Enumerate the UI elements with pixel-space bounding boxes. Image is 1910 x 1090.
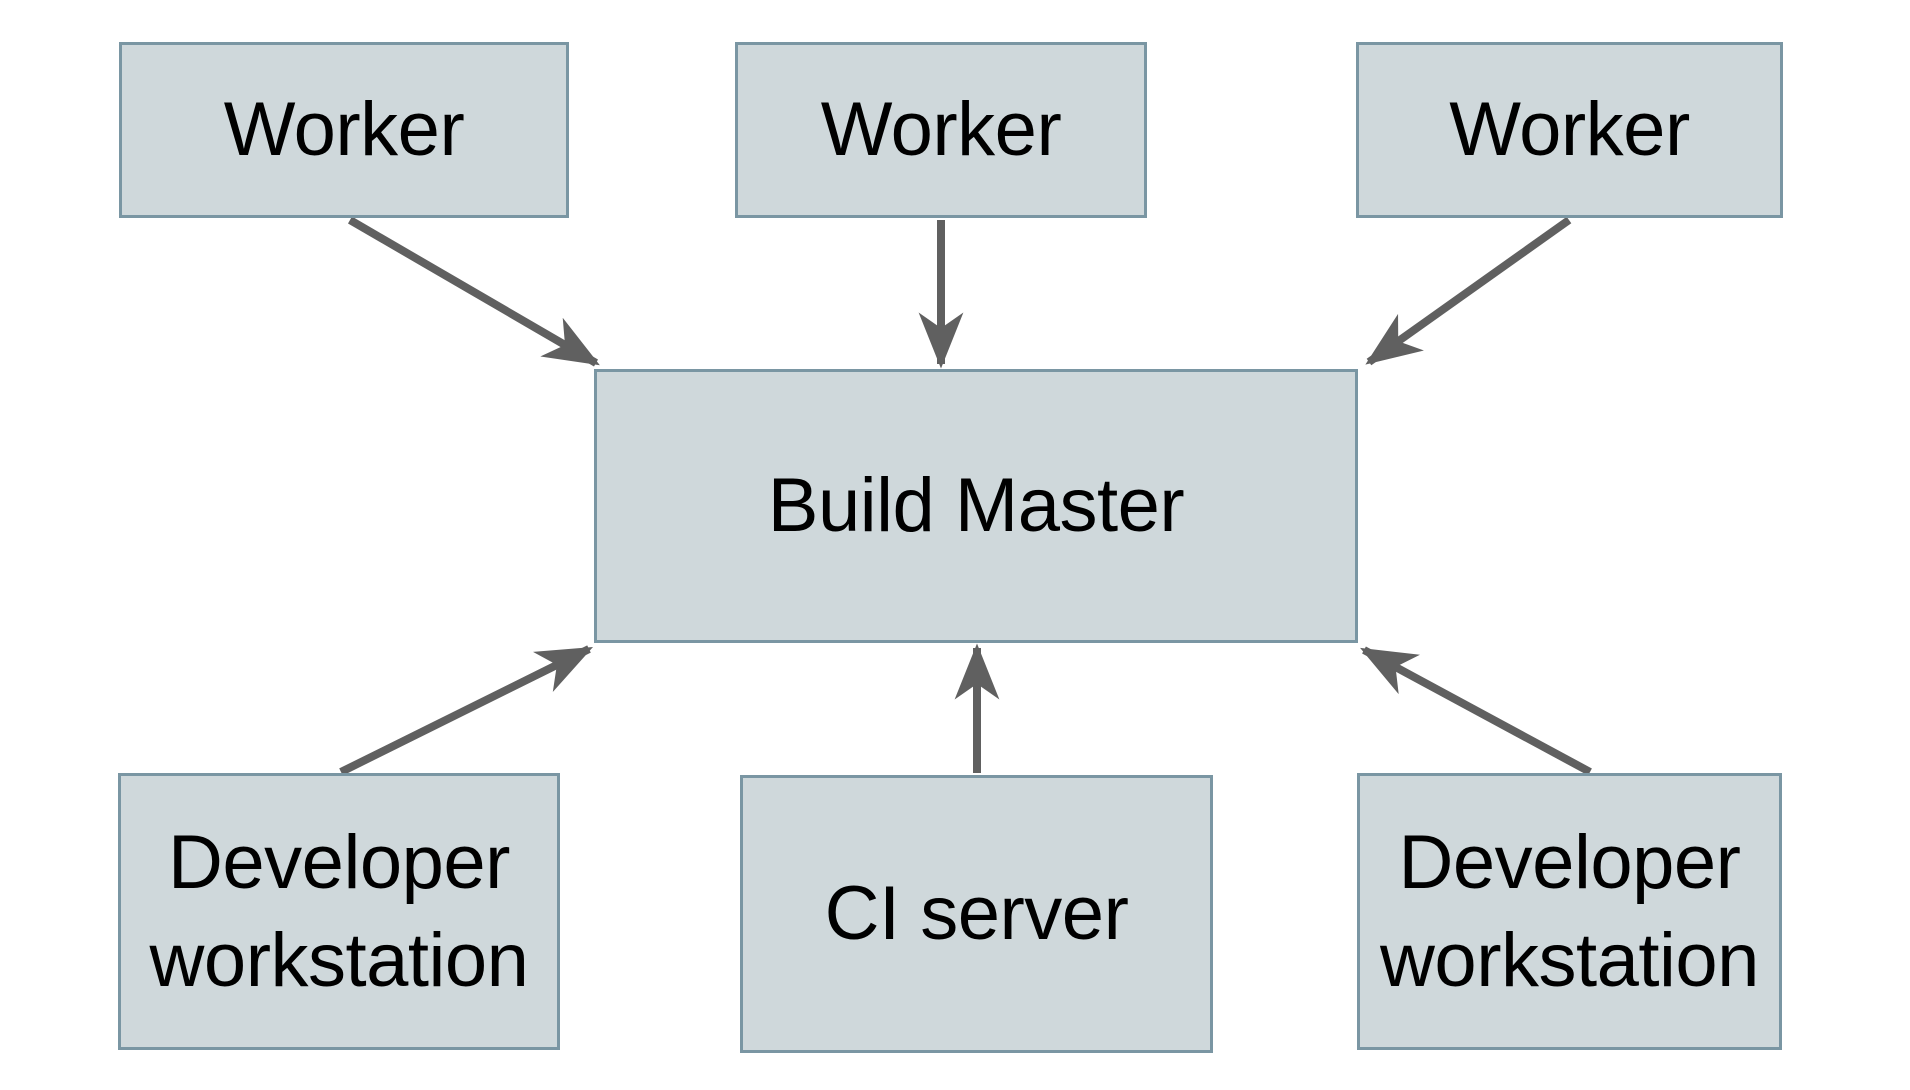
node-developer-workstation-right-label: Developer workstation (1380, 820, 1759, 1003)
node-developer-workstation-left: Developer workstation (118, 773, 560, 1050)
node-worker-3: Worker (1356, 42, 1783, 218)
node-developer-workstation-right: Developer workstation (1357, 773, 1782, 1050)
node-worker-3-label: Worker (1449, 87, 1690, 173)
node-worker-1: Worker (119, 42, 569, 218)
edge-worker-1-to-build-master (347, 216, 600, 367)
edge-developer-workstation-left-to-build-master (339, 645, 594, 776)
node-ci-server: CI server (740, 775, 1213, 1053)
node-developer-workstation-left-label: Developer workstation (149, 820, 529, 1003)
edge-developer-workstation-right-to-build-master (1360, 646, 1592, 776)
node-ci-server-label: CI server (824, 871, 1129, 957)
node-build-master: Build Master (594, 369, 1358, 643)
node-build-master-label: Build Master (767, 463, 1185, 549)
edge-worker-3-to-build-master (1365, 216, 1572, 366)
node-worker-2: Worker (735, 42, 1147, 218)
node-worker-2-label: Worker (820, 87, 1062, 173)
node-worker-1-label: Worker (223, 87, 465, 173)
